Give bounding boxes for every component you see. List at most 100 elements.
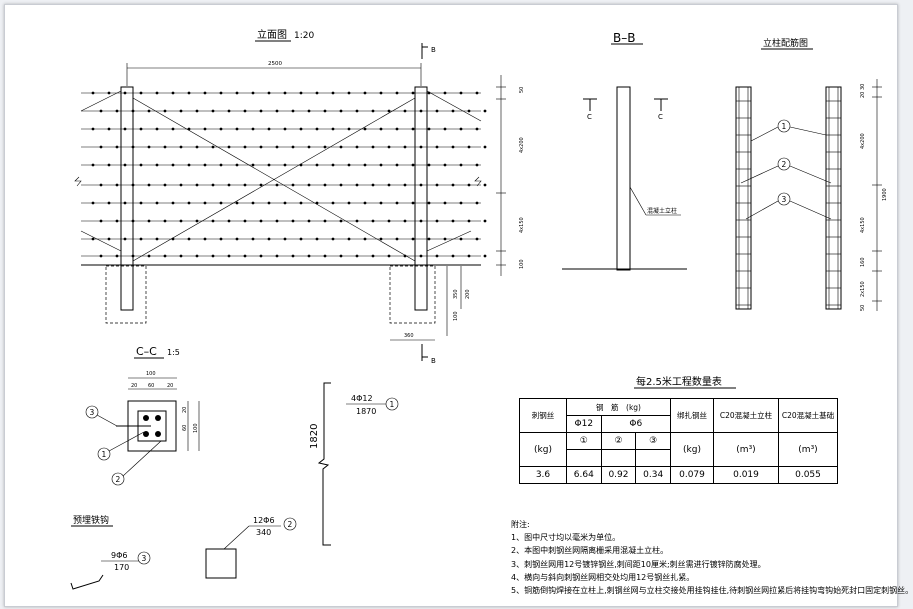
barb-mark xyxy=(251,127,255,131)
th-c1: ① xyxy=(566,432,602,450)
barb-mark xyxy=(483,183,487,187)
barb-mark xyxy=(179,109,183,113)
barb-mark xyxy=(259,254,263,258)
barb-mark xyxy=(91,127,95,131)
barb-mark xyxy=(307,219,311,223)
barb-mark xyxy=(155,127,159,131)
barb-mark xyxy=(163,109,167,113)
barb-mark xyxy=(123,237,127,241)
section-mark-c-right: C xyxy=(658,113,663,121)
barb-mark xyxy=(315,237,319,241)
barb-mark xyxy=(203,163,207,167)
rebar-dim-50: 50 xyxy=(860,305,866,311)
th-rebar: 钢 筋 (kg) xyxy=(566,398,671,416)
barb-mark xyxy=(411,201,415,205)
barb-mark xyxy=(171,201,175,205)
barb-mark xyxy=(355,219,359,223)
th-kg2: (kg) xyxy=(670,432,714,467)
barb-mark xyxy=(475,91,479,95)
barb-mark xyxy=(171,91,175,95)
barb-mark xyxy=(395,237,399,241)
barb-mark xyxy=(275,183,279,187)
barb-mark xyxy=(227,145,231,149)
barb-mark xyxy=(115,145,119,149)
barb-mark xyxy=(307,109,311,113)
barb-mark xyxy=(195,254,199,258)
barb-mark xyxy=(315,91,319,95)
barb-mark xyxy=(419,109,423,113)
barb-mark xyxy=(379,91,383,95)
barb-mark xyxy=(123,91,127,95)
barb-mark xyxy=(299,201,303,205)
barb-mark xyxy=(131,109,135,113)
barb-mark xyxy=(387,219,391,223)
barb-mark xyxy=(267,91,271,95)
barb-mark xyxy=(459,127,463,131)
span-dimension: 2500 xyxy=(268,61,282,67)
barb-mark xyxy=(467,145,471,149)
barb-mark xyxy=(107,237,111,241)
barb-mark xyxy=(283,91,287,95)
barb-mark xyxy=(235,127,239,131)
barb-mark xyxy=(371,145,375,149)
barb-mark xyxy=(123,163,127,167)
barb-mark xyxy=(171,163,175,167)
section-mark-c-left: C xyxy=(587,113,592,121)
barb-mark xyxy=(427,201,431,205)
barb-mark xyxy=(443,91,447,95)
cell-phi6-2: 0.92 xyxy=(600,466,637,484)
barb-mark xyxy=(371,254,375,258)
notes-heading: 附注: xyxy=(511,520,530,529)
barb-mark xyxy=(387,254,391,258)
barb-mark xyxy=(195,219,199,223)
bar1-spec: 4Φ12 xyxy=(351,394,373,403)
barb-mark xyxy=(259,145,263,149)
barb-mark xyxy=(387,183,391,187)
barb-mark xyxy=(363,91,367,95)
barb-mark xyxy=(163,219,167,223)
th-m3b: (m³) xyxy=(778,432,838,467)
barb-mark xyxy=(139,201,143,205)
barb-mark xyxy=(459,201,463,205)
barb-mark xyxy=(323,109,327,113)
rebar-dim-20-30: 20 30 xyxy=(860,84,866,98)
elev-dim-4x200: 4x200 xyxy=(519,137,525,153)
barb-mark xyxy=(259,109,263,113)
barb-mark xyxy=(467,219,471,223)
barb-mark xyxy=(355,254,359,258)
barb-mark xyxy=(123,127,127,131)
rebar-marker-2: 2 xyxy=(782,160,787,169)
barb-mark xyxy=(403,183,407,187)
th-c2: ② xyxy=(600,432,637,450)
barb-mark xyxy=(91,163,95,167)
bar2-marker: 2 xyxy=(288,520,293,529)
barb-mark xyxy=(339,145,343,149)
barb-mark xyxy=(275,109,279,113)
elev-dim-360: 360 xyxy=(404,333,414,339)
barb-mark xyxy=(195,145,199,149)
barb-mark xyxy=(139,91,143,95)
barb-mark xyxy=(379,163,383,167)
barb-mark xyxy=(219,91,223,95)
cc-dim-100b: 100 xyxy=(193,423,199,433)
barb-mark xyxy=(475,127,479,131)
barb-mark xyxy=(235,163,239,167)
barb-mark xyxy=(299,237,303,241)
barb-mark xyxy=(99,109,103,113)
barb-mark xyxy=(483,145,487,149)
cc-dim-60b: 60 xyxy=(182,425,188,431)
cell-wire: 3.6 xyxy=(519,466,567,484)
rebar-dim-2x150: 2x150 xyxy=(860,281,866,297)
barb-mark xyxy=(99,145,103,149)
barb-mark xyxy=(483,109,487,113)
drawing-canvas: 立面图 1:20 2500 B B xyxy=(70,28,888,590)
barb-mark xyxy=(299,91,303,95)
barb-mark xyxy=(467,183,471,187)
barb-mark xyxy=(251,163,255,167)
barb-mark xyxy=(347,127,351,131)
barb-mark xyxy=(227,219,231,223)
barb-mark xyxy=(451,145,455,149)
bar2-spec: 12Φ6 xyxy=(253,516,275,525)
note-4: 4、横向与斜向刺钢丝网相交处均用12号钢丝扎紧。 xyxy=(511,572,695,582)
quantity-table: 刺钢丝 钢 筋 (kg) 绑扎钢丝 C20混凝土立柱 C20混凝土基础 Φ12 … xyxy=(519,398,838,484)
